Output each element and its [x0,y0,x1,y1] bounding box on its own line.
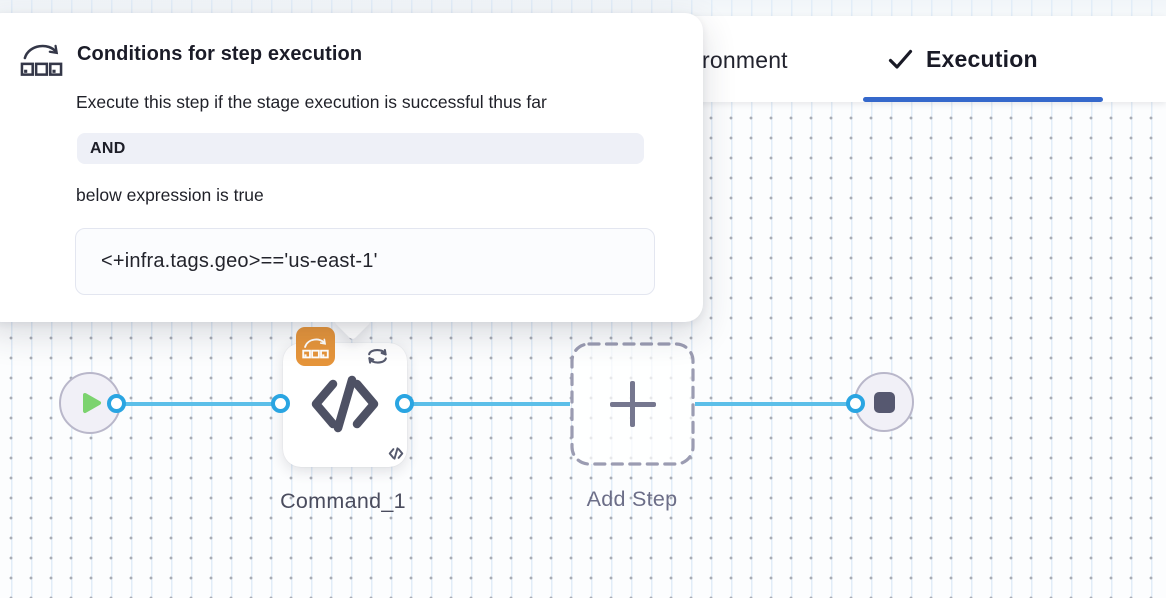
tab-execution-label: Execution [926,45,1038,72]
operator-badge-label: AND [90,139,126,157]
code-icon [311,375,379,433]
edge-start-to-command [117,402,281,406]
conditional-execution-badge[interactable] [296,327,335,366]
expression-box: <+infra.tags.geo>=='us-east-1' [75,228,655,295]
step-label-command-1: Command_1 [280,489,406,513]
play-icon [83,393,101,413]
conditional-execution-icon [20,44,63,76]
port-end-in[interactable] [846,394,865,413]
stop-icon [873,391,895,413]
plus-icon [609,381,656,427]
tab-environment[interactable]: ronment [702,44,788,76]
check-icon [888,49,913,69]
edge-command-to-addstep [405,402,570,406]
conditional-execution-icon [302,338,329,358]
expression-text: <+infra.tags.geo>=='us-east-1' [101,250,378,272]
looping-strategy-icon [368,348,387,364]
add-step-button[interactable] [570,342,695,466]
conditions-popover: Conditions for step execution Execute th… [0,13,703,322]
popover-title: Conditions for step execution [77,43,363,65]
port-command-out[interactable] [395,394,414,413]
popover-description: Execute this step if the stage execution… [76,92,547,112]
edge-addstep-to-end [695,402,856,406]
code-small-icon [388,447,404,460]
operator-badge: AND [77,133,644,164]
expression-caption: below expression is true [76,185,264,205]
port-command-in[interactable] [271,394,290,413]
tab-environment-label: ronment [702,47,788,73]
active-tab-indicator [863,97,1103,102]
tab-execution[interactable]: Execution [888,42,1038,76]
add-step-label: Add Step [586,487,678,511]
port-start-out[interactable] [107,394,126,413]
